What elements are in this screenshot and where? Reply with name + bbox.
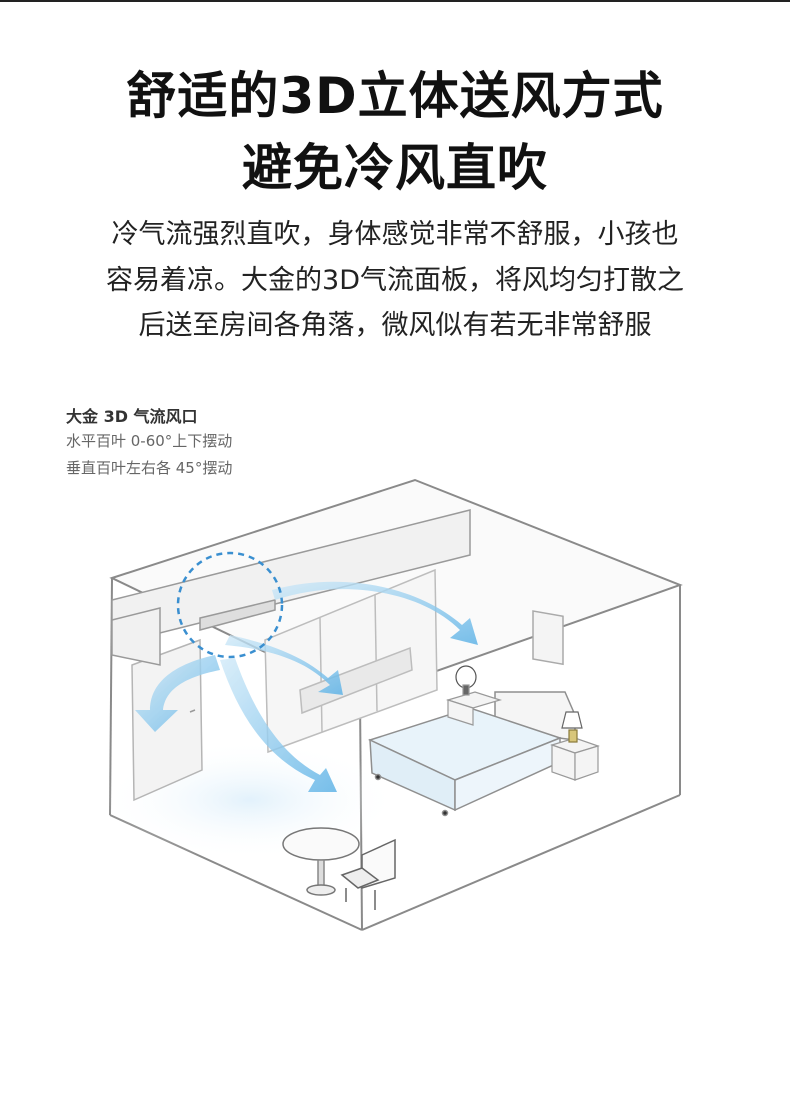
- body-text-line-2: 容易着凉。大金的3D气流面板，将风均匀打散之: [106, 265, 684, 296]
- wall-window: [532, 610, 564, 666]
- bed: [367, 691, 576, 817]
- spec-title: 大金 3D 气流风口: [66, 407, 198, 426]
- spec-vertical-louver: 垂直百叶左右各 45°摆动: [66, 459, 233, 477]
- airflow-arrow-right: [272, 581, 478, 645]
- nightstand-right: [550, 711, 600, 781]
- headline-line-2: 避免冷风直吹: [242, 139, 548, 197]
- top-divider: [0, 0, 790, 2]
- airflow-arrow-down: [220, 658, 337, 792]
- spec-horizontal-louver: 水平百叶 0-60°上下摆动: [66, 432, 233, 450]
- chair: [340, 838, 396, 910]
- nightstand-left: [445, 665, 503, 726]
- airflow-arrow-left: [135, 655, 220, 732]
- body-text-line-3: 后送至房间各角落，微风似有若无非常舒服: [138, 310, 652, 341]
- headline-line-1: 舒适的3D立体送风方式: [126, 67, 664, 125]
- airflow-arrow-center: [225, 635, 343, 695]
- ceiling-ac-unit: [111, 509, 471, 666]
- airflow-arrows: [135, 581, 478, 792]
- wardrobe: [264, 568, 438, 754]
- round-table: [282, 827, 360, 896]
- body-text-line-1: 冷气流强烈直吹，身体感觉非常不舒服，小孩也: [111, 219, 679, 250]
- vent-highlight-circle: [176, 551, 284, 659]
- room-illustration: [100, 478, 683, 931]
